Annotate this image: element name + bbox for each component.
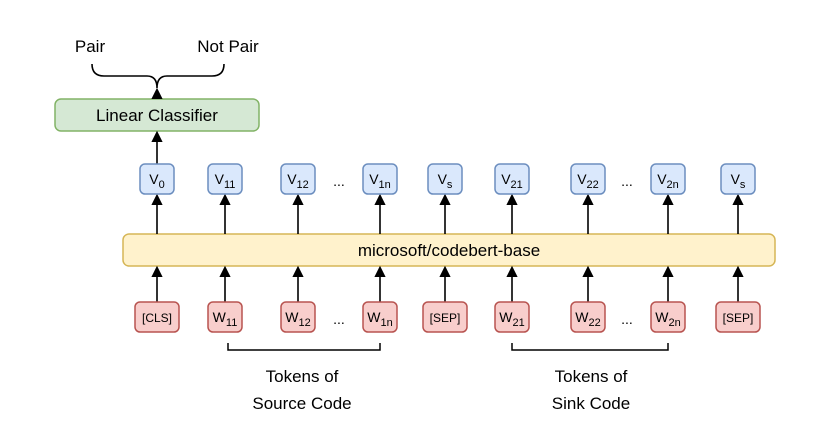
sink-code-brace	[511, 343, 669, 351]
output-vector-1: V0	[139, 163, 175, 195]
input-token-label: [CLS]	[142, 311, 172, 325]
output-vector-2: V11	[207, 163, 243, 195]
ellipsis: ...	[333, 173, 345, 189]
linear-classifier: Linear Classifier	[54, 98, 260, 132]
output-vector-8: V2n	[650, 163, 686, 195]
input-token-4: W1n	[362, 301, 398, 333]
output-vector-label: V22	[577, 171, 599, 191]
input-token-label: [SEP]	[430, 311, 461, 325]
ellipsis: ...	[333, 311, 345, 327]
label-not-pair: Not Pair	[197, 37, 259, 56]
input-token-2: W11	[207, 301, 243, 333]
input-token-5: [SEP]	[422, 301, 468, 333]
source-code-group-line2: Source Code	[252, 394, 351, 413]
output-vector-label: V21	[501, 171, 523, 191]
output-vector-3: V12	[280, 163, 316, 195]
input-token-label: W1n	[367, 309, 392, 329]
output-vector-7: V22	[570, 163, 606, 195]
source-code-brace	[227, 343, 381, 351]
arrows	[151, 87, 744, 302]
input-token-label: W22	[575, 309, 600, 329]
input-token-label: W2n	[655, 309, 680, 329]
input-token-6: W21	[494, 301, 530, 333]
encoder-label: microsoft/codebert-base	[358, 241, 540, 260]
input-token-label: W21	[499, 309, 524, 329]
input-token-1: [CLS]	[134, 301, 180, 333]
output-vectors: V0 V11 V12 V1n Vs V21 V22 V2n Vs	[139, 163, 756, 195]
ellipsis: ...	[621, 173, 633, 189]
input-token-label: [SEP]	[723, 311, 754, 325]
ellipsis: ...	[621, 311, 633, 327]
output-vector-label: V1n	[369, 171, 391, 191]
input-token-3: W12	[280, 301, 316, 333]
label-pair: Pair	[75, 37, 106, 56]
output-vector-label: Vs	[731, 171, 746, 191]
codebert-encoder: microsoft/codebert-base	[122, 233, 776, 267]
output-vector-label: Vs	[438, 171, 453, 191]
source-code-group-line1: Tokens of	[266, 367, 339, 386]
input-token-9: [SEP]	[715, 301, 761, 333]
output-vector-label: V0	[149, 171, 164, 191]
linear-classifier-label: Linear Classifier	[96, 106, 218, 125]
sink-code-group-line2: Sink Code	[552, 394, 630, 413]
output-brace	[91, 63, 225, 89]
output-vector-6: V21	[494, 163, 530, 195]
sink-code-group-line1: Tokens of	[555, 367, 628, 386]
input-token-label: W12	[285, 309, 310, 329]
output-vector-4: V1n	[362, 163, 398, 195]
ellipses: ............	[333, 173, 633, 327]
output-vector-label: V11	[215, 171, 236, 191]
input-tokens: [CLS] W11 W12 W1n [SEP] W21 W22 W2n [SEP]	[134, 301, 761, 333]
output-vector-label: V2n	[657, 171, 679, 191]
output-vector-label: V12	[287, 171, 309, 191]
input-token-8: W2n	[650, 301, 686, 333]
input-token-7: W22	[570, 301, 606, 333]
input-token-label: W11	[213, 309, 238, 329]
output-vector-9: Vs	[720, 163, 756, 195]
output-vector-5: Vs	[427, 163, 463, 195]
